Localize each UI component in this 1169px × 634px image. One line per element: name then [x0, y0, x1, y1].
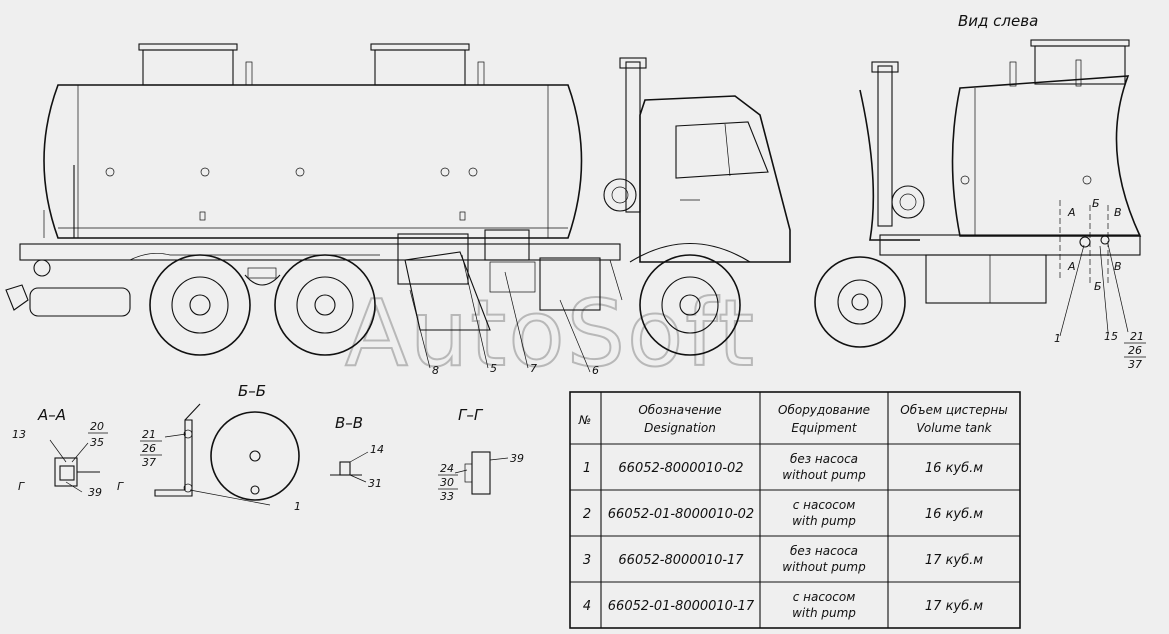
a-callout-35: 35	[90, 436, 104, 449]
lv-callout-21: 21	[1130, 330, 1144, 343]
rear-wheel-2	[274, 254, 376, 356]
truck-side-view: 8 5 7 6	[5, 43, 791, 377]
spec-table: № Обозначение Designation Оборудование E…	[569, 391, 1021, 629]
v-callout-31: 31	[368, 477, 382, 490]
section-a-title: А–А	[37, 406, 66, 424]
chassis-frame	[19, 243, 621, 261]
manhole-front	[374, 49, 466, 86]
left-view-wheel	[814, 256, 906, 348]
front-wheel	[639, 254, 741, 356]
row-equipment-ru: с насосом	[793, 590, 856, 604]
row-volume: 17 куб.м	[925, 599, 983, 614]
b-callout-21: 21	[142, 428, 156, 441]
rear-wheel-1	[149, 254, 251, 356]
g-callout-33: 33	[440, 490, 454, 503]
pump-unit	[397, 233, 469, 285]
row-volume: 17 куб.м	[925, 553, 983, 568]
section-g-g: Г–Г 24 30 33 39	[438, 406, 524, 503]
a-cut-mark-right: Г	[117, 480, 124, 493]
left-view-tank	[951, 75, 1142, 237]
g-callout-24: 24	[440, 462, 454, 475]
cab	[639, 95, 791, 263]
header-equipment-ru: Оборудование	[778, 403, 870, 417]
g-callout-30: 30	[440, 476, 454, 489]
callout-8: 8	[432, 364, 439, 377]
section-b-b: Б–Б 21 26 37 1	[140, 382, 301, 513]
row-equipment-ru: без насоса	[790, 452, 858, 466]
a-cut-mark-left: Г	[18, 480, 25, 493]
callout-5: 5	[490, 362, 497, 375]
section-v-v: В–В 14 31	[330, 414, 384, 490]
row-equipment-ru: без насоса	[790, 544, 858, 558]
row-equipment-en: without pump	[782, 560, 866, 574]
row-designation: 66052-8000010-02	[618, 461, 743, 476]
row-volume: 16 куб.м	[925, 507, 983, 522]
b-callout-26: 26	[142, 442, 156, 455]
header-num: №	[578, 413, 591, 427]
lv-callout-1: 1	[1054, 332, 1061, 345]
section-b-title: Б–Б	[238, 382, 266, 400]
tank-body	[43, 84, 583, 239]
header-equipment-en: Equipment	[791, 421, 857, 435]
row-equipment-en: with pump	[792, 606, 856, 620]
row-num: 2	[583, 507, 591, 522]
rear-bumper-box	[29, 287, 131, 317]
air-intake-pipe	[625, 61, 641, 213]
manhole-rear	[142, 49, 234, 86]
mark-a-bottom: А	[1067, 260, 1076, 273]
row-equipment-en: without pump	[782, 468, 866, 482]
b-callout-1: 1	[294, 500, 301, 513]
table-row: 1 66052-8000010-02 без насоса without pu…	[583, 452, 983, 482]
row-num: 3	[583, 553, 591, 568]
lv-callout-37: 37	[1128, 358, 1142, 371]
row-equipment-ru: с насосом	[793, 498, 856, 512]
mark-v-top: В	[1114, 206, 1122, 219]
row-volume: 16 куб.м	[925, 461, 983, 476]
a-callout-20: 20	[90, 420, 104, 433]
header-designation-en: Designation	[644, 421, 716, 435]
mark-b-bottom: Б	[1094, 280, 1102, 293]
g-callout-39: 39	[510, 452, 524, 465]
callout-7: 7	[530, 362, 537, 375]
table-row: 2 66052-01-8000010-02 с насосом with pum…	[583, 498, 983, 528]
row-designation: 66052-01-8000010-17	[608, 599, 755, 614]
table-row: 4 66052-01-8000010-17 с насосом with pum…	[583, 590, 983, 620]
a-callout-39: 39	[88, 486, 102, 499]
header-designation-ru: Обозначение	[638, 403, 721, 417]
lv-callout-26: 26	[1128, 344, 1142, 357]
main-callouts: 8 5 7 6	[409, 254, 599, 377]
lv-callout-15: 15	[1104, 330, 1118, 343]
row-designation: 66052-8000010-17	[618, 553, 744, 568]
mark-v-bottom: В	[1114, 260, 1122, 273]
header-volume-en: Volume tank	[916, 421, 992, 435]
a-callout-13: 13	[12, 428, 26, 441]
view-title: Вид слева	[958, 12, 1038, 30]
row-num: 4	[583, 599, 591, 614]
row-num: 1	[583, 461, 591, 476]
section-v-title: В–В	[335, 414, 363, 432]
header-volume-ru: Объем цистерны	[900, 403, 1007, 417]
mark-a-top: А	[1067, 206, 1076, 219]
b-callout-37: 37	[142, 456, 156, 469]
row-equipment-en: with pump	[792, 514, 856, 528]
v-callout-14: 14	[370, 443, 384, 456]
callout-6: 6	[592, 364, 599, 377]
table-row: 3 66052-8000010-17 без насоса without pu…	[583, 544, 983, 574]
row-designation: 66052-01-8000010-02	[608, 507, 754, 522]
b-drum	[210, 411, 300, 501]
mark-b-top: Б	[1092, 197, 1100, 210]
cab-window	[675, 121, 769, 179]
section-g-title: Г–Г	[458, 406, 484, 424]
section-a-a: А–А 13 20 35 39 Г Г	[12, 406, 124, 499]
left-view: А Б В А Б В 1 15 21 26 37	[814, 39, 1146, 371]
